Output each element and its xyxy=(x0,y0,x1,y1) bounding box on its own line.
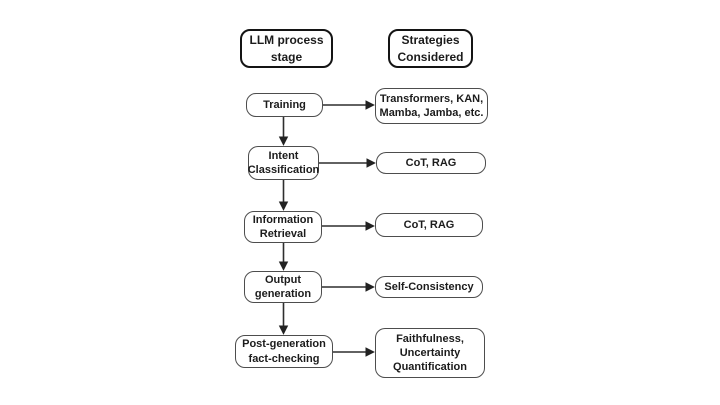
stage-box-intent-classification: Intent Classification xyxy=(248,146,319,180)
stage-box-training: Training xyxy=(246,93,323,117)
stage-box-information-retrieval: Information Retrieval xyxy=(244,211,322,243)
stage-box-output-generation: Output generation xyxy=(244,271,322,303)
strategy-box-faithfulness-uncertainty-quantification: Faithfulness, Uncertainty Quantification xyxy=(375,328,485,378)
strategy-box-cot-rag-2: CoT, RAG xyxy=(375,213,483,237)
stage-box-post-generation-fact-checking: Post-generation fact-checking xyxy=(235,335,333,368)
strategy-box-architectures: Transformers, KAN, Mamba, Jamba, etc. xyxy=(375,88,488,124)
header-llm-process-stage: LLM process stage xyxy=(240,29,333,68)
strategy-box-self-consistency: Self-Consistency xyxy=(375,276,483,298)
header-strategies-considered: Strategies Considered xyxy=(388,29,473,68)
strategy-box-cot-rag-1: CoT, RAG xyxy=(376,152,486,174)
